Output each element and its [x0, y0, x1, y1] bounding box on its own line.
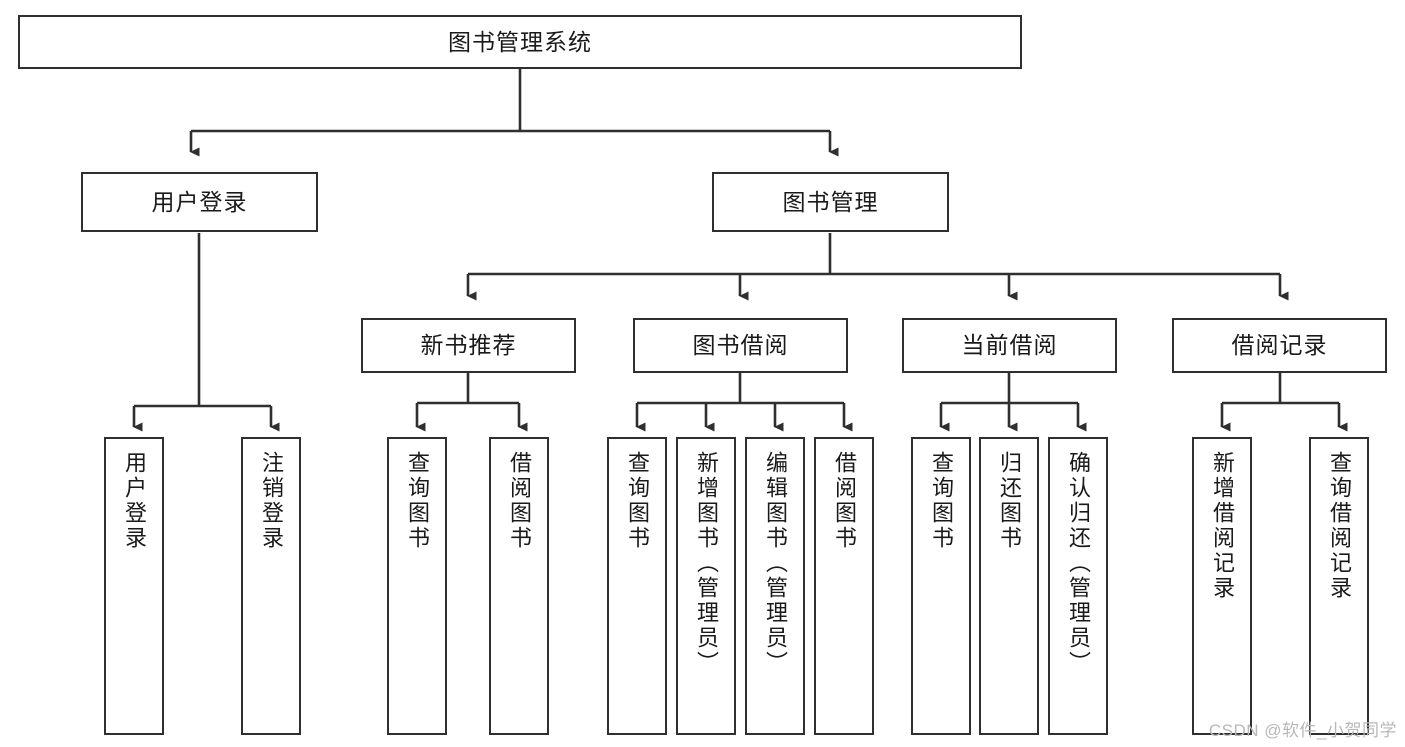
- node-user-login[interactable]: 用户登录: [81, 172, 318, 232]
- leaf-user-login-0-label: 用户登录: [121, 451, 147, 551]
- leaf-new-book-0-label: 查询图书: [404, 451, 430, 551]
- leaf-borrow-book-1-label: 新增图书（管理员）: [693, 451, 719, 676]
- node-borrow-record-label: 借阅记录: [1231, 332, 1328, 359]
- node-borrow-record[interactable]: 借阅记录: [1172, 318, 1387, 373]
- leaf-current-borrow-0-label: 查询图书: [928, 451, 954, 551]
- node-book-borrow-label: 图书借阅: [692, 332, 789, 359]
- node-root-system[interactable]: 图书管理系统: [18, 15, 1022, 69]
- node-book-borrow[interactable]: 图书借阅: [633, 318, 848, 373]
- node-new-book-recommend-label: 新书推荐: [420, 332, 517, 359]
- leaf-new-book-1[interactable]: 借阅图书: [489, 437, 549, 735]
- leaf-new-book-0[interactable]: 查询图书: [387, 437, 447, 735]
- leaf-current-borrow-1[interactable]: 归还图书: [979, 437, 1039, 735]
- csdn-watermark: CSDN @软件_小贺同学: [1208, 721, 1397, 740]
- leaf-current-borrow-0[interactable]: 查询图书: [911, 437, 971, 735]
- leaf-borrow-book-3[interactable]: 借阅图书: [814, 437, 874, 735]
- node-book-management[interactable]: 图书管理: [712, 172, 949, 232]
- leaf-new-book-1-label: 借阅图书: [506, 451, 532, 551]
- leaf-borrow-record-1[interactable]: 查询借阅记录: [1309, 437, 1369, 735]
- node-user-login-label: 用户登录: [151, 188, 248, 215]
- node-current-borrow[interactable]: 当前借阅: [902, 318, 1117, 373]
- leaf-current-borrow-2[interactable]: 确认归还（管理员）: [1048, 437, 1108, 735]
- leaf-borrow-book-0-label: 查询图书: [624, 451, 650, 551]
- leaf-borrow-record-1-label: 查询借阅记录: [1326, 451, 1352, 601]
- leaf-user-login-1-label: 注销登录: [258, 451, 284, 551]
- node-new-book-recommend[interactable]: 新书推荐: [361, 318, 576, 373]
- leaf-borrow-book-2[interactable]: 编辑图书（管理员）: [745, 437, 805, 735]
- leaf-current-borrow-1-label: 归还图书: [996, 451, 1022, 551]
- node-current-borrow-label: 当前借阅: [961, 332, 1058, 359]
- leaf-user-login-0[interactable]: 用户登录: [104, 437, 164, 735]
- leaf-borrow-book-1[interactable]: 新增图书（管理员）: [676, 437, 736, 735]
- leaf-borrow-book-0[interactable]: 查询图书: [607, 437, 667, 735]
- leaf-borrow-book-2-label: 编辑图书（管理员）: [762, 451, 788, 676]
- node-book-management-label: 图书管理: [782, 188, 879, 215]
- leaf-borrow-record-0-label: 新增借阅记录: [1209, 451, 1235, 601]
- leaf-user-login-1[interactable]: 注销登录: [241, 437, 301, 735]
- leaf-borrow-record-0[interactable]: 新增借阅记录: [1192, 437, 1252, 735]
- leaf-current-borrow-2-label: 确认归还（管理员）: [1065, 451, 1091, 676]
- node-root-system-label: 图书管理系统: [448, 28, 592, 55]
- leaf-borrow-book-3-label: 借阅图书: [831, 451, 857, 551]
